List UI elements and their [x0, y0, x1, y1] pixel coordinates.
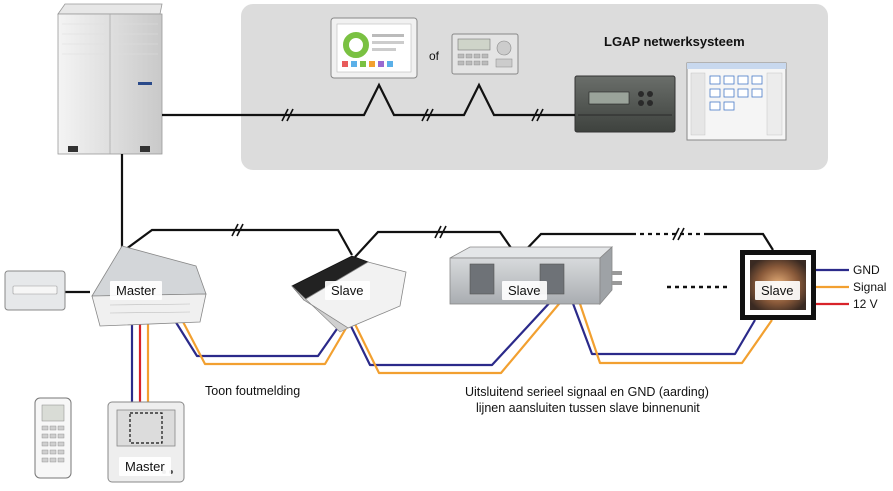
- wired-keypad-controller: [451, 33, 519, 75]
- receiver-box: [4, 270, 66, 311]
- touch-controller: [330, 17, 418, 79]
- signal-wiring: [130, 268, 849, 402]
- gnd-label: GND: [853, 263, 880, 277]
- outdoor-unit: [57, 3, 163, 155]
- error-display-caption: Toon foutmelding: [205, 384, 301, 398]
- lgap-gateway-box: [574, 75, 676, 133]
- serial-note-line1: Uitsluitend serieel signaal en GND (aard…: [465, 385, 709, 399]
- lgap-network-title: LGAP netwerksysteem: [604, 34, 745, 49]
- slave-duct-label: Slave: [502, 281, 547, 300]
- signal-label: Signal: [853, 280, 887, 294]
- pc-software-screen: [686, 62, 787, 141]
- master-indoor-label: Master: [110, 281, 162, 300]
- slave-frame-label: Slave: [755, 281, 800, 300]
- slave-cassette-label: Slave: [325, 281, 370, 300]
- power-12v-label: 12 V: [853, 297, 878, 311]
- or-label: of: [429, 49, 440, 63]
- line-break-marks: [231, 108, 685, 241]
- remote-control: [34, 397, 72, 479]
- serial-note-line2: lijnen aansluiten tussen slave binnenuni…: [476, 401, 700, 415]
- master-controller-label: Master: [119, 457, 171, 476]
